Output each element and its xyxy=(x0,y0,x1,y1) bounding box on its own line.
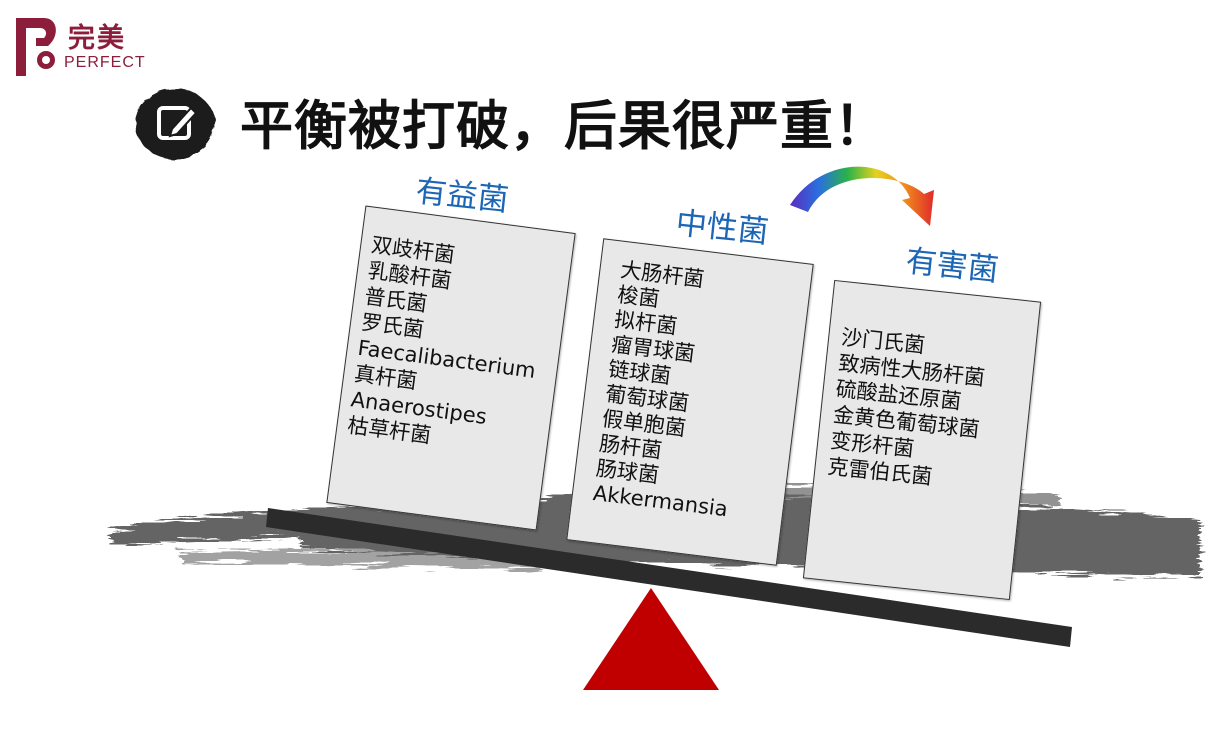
logo-english-text: PERFECT xyxy=(64,54,146,71)
neutral-bacteria-title: 中性菌 xyxy=(674,205,771,251)
neutral-bacteria-list: 大肠杆菌 梭菌 拟杆菌 瘤胃球菌 链球菌 葡萄球菌 假单胞菌 肠杆菌 肠球菌 A… xyxy=(572,239,813,529)
curved-rainbow-arrow-icon xyxy=(790,166,934,226)
balance-fulcrum xyxy=(583,588,719,690)
beneficial-bacteria-list: 双歧杆菌 乳酸杆菌 普氏菌 罗氏菌 Faecalibacterium 真杆菌 A… xyxy=(336,207,574,464)
harmful-bacteria-title: 有害菌 xyxy=(904,243,1001,289)
neutral-bacteria-card: 大肠杆菌 梭菌 拟杆菌 瘤胃球菌 链球菌 葡萄球菌 假单胞菌 肠杆菌 肠球菌 A… xyxy=(566,238,814,566)
beneficial-bacteria-title: 有益菌 xyxy=(414,173,511,219)
harmful-bacteria-card: 沙门氏菌 致病性大肠杆菌 硫酸盐还原菌 金黄色葡萄球菌 变形杆菌 克雷伯氏菌 xyxy=(802,279,1042,601)
harmful-bacteria-list: 沙门氏菌 致病性大肠杆菌 硫酸盐还原菌 金黄色葡萄球菌 变形杆菌 克雷伯氏菌 xyxy=(814,281,1040,499)
perfect-logo: 完美 PERFECT xyxy=(14,14,154,80)
slide-title: 平衡被打破，后果很严重！ xyxy=(240,96,888,157)
perfect-logo-mark-icon xyxy=(14,16,60,78)
beneficial-bacteria-card: 双歧杆菌 乳酸杆菌 普氏菌 罗氏菌 Faecalibacterium 真杆菌 A… xyxy=(326,205,576,531)
balance-beam xyxy=(266,508,1072,647)
edit-icon xyxy=(135,89,215,159)
logo-chinese-text: 完美 xyxy=(68,23,126,54)
